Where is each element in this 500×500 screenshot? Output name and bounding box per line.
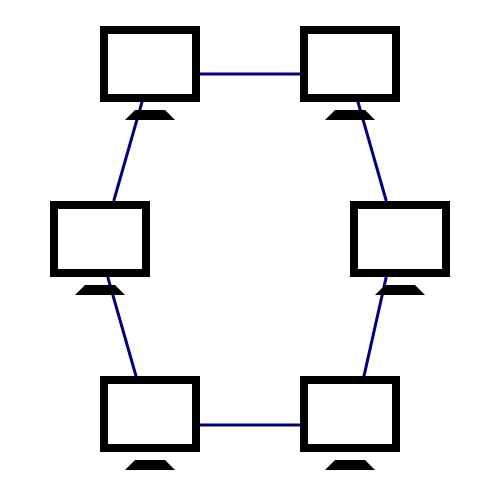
- computer-monitor-icon: [350, 201, 450, 295]
- monitor-screen: [350, 201, 450, 277]
- monitor-screen: [300, 26, 400, 102]
- computer-monitor-icon: [100, 376, 200, 470]
- monitor-stand: [325, 460, 375, 470]
- monitor-stand: [75, 285, 125, 295]
- nodes-layer: [50, 26, 450, 470]
- computer-monitor-icon: [100, 26, 200, 120]
- monitor-stand: [125, 110, 175, 120]
- monitor-screen: [100, 376, 200, 452]
- computer-monitor-icon: [300, 26, 400, 120]
- monitor-stand: [375, 285, 425, 295]
- monitor-screen: [100, 26, 200, 102]
- computer-monitor-icon: [50, 201, 150, 295]
- computer-monitor-icon: [300, 376, 400, 470]
- monitor-stand: [125, 460, 175, 470]
- monitor-stand: [325, 110, 375, 120]
- monitor-screen: [50, 201, 150, 277]
- monitor-screen: [300, 376, 400, 452]
